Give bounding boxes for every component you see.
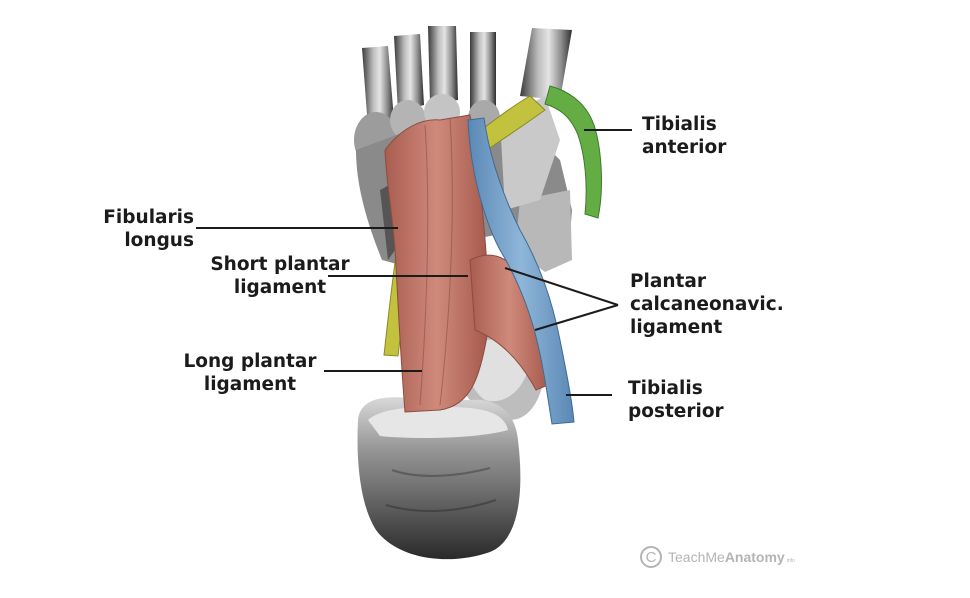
label-long-plantar-line1: Long plantar	[183, 351, 317, 372]
label-fibularis-longus-line1: Fibularis	[103, 207, 194, 228]
label-short-plantar-line1: Short plantar	[210, 254, 350, 275]
label-short-plantar-ligament: Short plantar ligament	[206, 253, 354, 299]
label-tibialis-anterior-line1: Tibialis	[642, 114, 717, 135]
copyright-icon: C	[640, 546, 662, 568]
label-short-plantar-line2: ligament	[233, 277, 327, 298]
plantar-ligaments	[384, 114, 550, 413]
leader-plantar-calcaneonavic-1	[504, 267, 619, 306]
tibialis-anterior-tendon	[544, 85, 602, 219]
label-long-plantar-line2: ligament	[203, 374, 297, 395]
leader-plantar-calcaneonavic-2	[534, 304, 619, 331]
label-fibularis-longus-line2: longus	[124, 230, 194, 251]
label-tibialis-posterior-line2: posterior	[628, 401, 724, 422]
leader-lines	[196, 129, 632, 396]
label-tibialis-anterior: Tibialis anterior	[642, 113, 726, 159]
watermark-suffix: info	[786, 558, 795, 564]
label-plantar-calcaneonavic-line3: ligament	[630, 317, 723, 338]
watermark-brand-bold: Anatomy	[724, 549, 785, 565]
label-plantar-calcaneonavic-line1: Plantar	[630, 271, 707, 292]
label-plantar-calcaneonavicular-ligament: Plantar calcaneonavic. ligament	[630, 270, 784, 339]
watermark-brand-regular: TeachMe	[668, 549, 725, 565]
label-tibialis-posterior-line1: Tibialis	[628, 378, 703, 399]
label-tibialis-posterior: Tibialis posterior	[628, 377, 724, 423]
label-tibialis-anterior-line2: anterior	[642, 137, 727, 158]
calcaneus-bone	[357, 397, 521, 560]
label-long-plantar-ligament: Long plantar ligament	[176, 350, 324, 396]
label-fibularis-longus: Fibularis longus	[96, 206, 194, 252]
label-plantar-calcaneonavic-line2: calcaneonavic.	[630, 294, 784, 315]
tibialis-posterior-tendon	[467, 117, 575, 425]
